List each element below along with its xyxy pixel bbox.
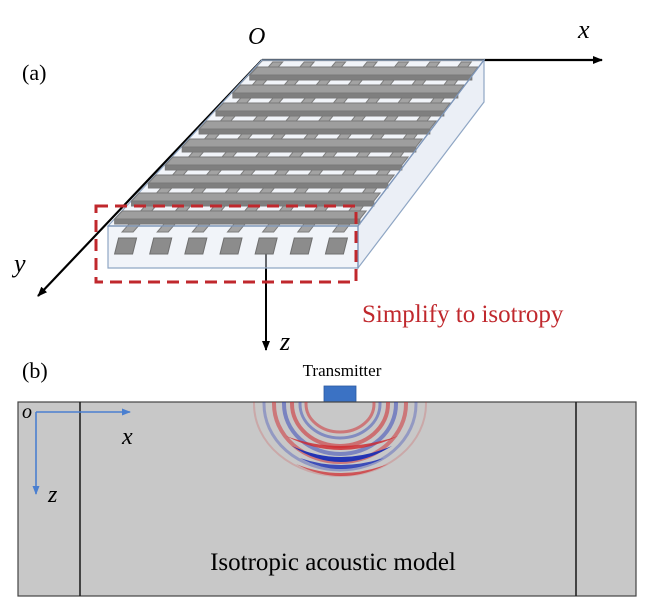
wavefront-lobe [296,464,388,476]
wavefront-ring [304,402,376,434]
front-bar-ends [113,237,349,255]
wavefront-lobe [300,458,384,469]
bar-end-cap [254,237,278,255]
y-axis-arrow [37,59,263,297]
wavefield [253,402,427,477]
horizontal-bar [248,66,480,76]
panel-b: (b) Transmitter o x z Isotropic acoustic… [17,358,637,597]
model-domain [17,401,637,597]
horizontal-bar [147,174,396,184]
panel-b-label: (b) [22,358,48,383]
bar-end-cap [113,237,138,255]
bar-end-cap [219,237,243,255]
z-axis-label: z [279,327,290,356]
local-x-label: x [121,424,133,450]
wavefront-ring [272,402,408,464]
transmitter-source [323,385,357,404]
simplify-annotation: Simplify to isotropy [362,301,564,328]
horizontal-bar [231,84,466,94]
wavefront-ring [253,402,427,477]
wavefront-lobe [292,446,392,462]
local-origin-label: o [22,401,32,423]
wavefront-ring [282,402,398,456]
selection-dashed-box [94,204,358,284]
horizontal-bar-side [147,182,389,189]
origin-label: O [248,24,265,50]
bar-end-cap [184,237,208,255]
transmitter-label: Transmitter [303,361,382,380]
x-axis-label: x [577,15,590,44]
horizontal-bar [164,156,410,166]
panel-a: (a) O x y z Simplify to isotropy [11,15,603,356]
panel-a-label: (a) [22,60,46,85]
horizontal-bars [113,66,480,225]
bar-end-cap [149,237,173,255]
wavefront-ring [298,402,382,440]
horizontal-bar-side [249,74,473,81]
horizontal-bar-side [181,146,417,153]
model-label: Isotropic acoustic model [210,549,456,576]
horizontal-bar [181,138,424,148]
horizontal-bar [214,102,452,112]
y-axis-label: y [11,249,26,278]
wavefront-ring [262,402,418,472]
horizontal-bar-side [164,164,403,171]
local-z-label: z [47,482,58,508]
bar-end-cap [289,237,313,255]
horizontal-bar-side [232,92,459,99]
wavefront-lobe [286,436,398,450]
lattice-block [106,58,486,270]
horizontal-bar [197,120,438,130]
horizontal-bar-side [215,110,445,117]
horizontal-bar-side [114,218,361,225]
horizontal-bar [113,210,368,220]
bar-end-cap [324,237,349,255]
horizontal-bar [130,192,382,202]
horizontal-bar-side [198,128,431,135]
